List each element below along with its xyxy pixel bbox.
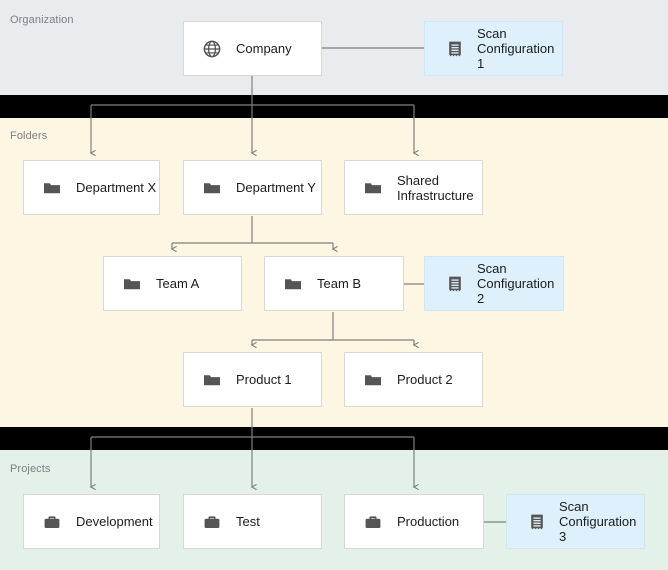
node-shared-infrastructure-label: Shared Infrastructure (397, 172, 474, 203)
node-product-2-label: Product 2 (397, 372, 453, 387)
node-department-x[interactable]: Department X (23, 160, 160, 215)
organization-band (0, 0, 668, 95)
node-shared-infrastructure[interactable]: Shared Infrastructure (344, 160, 483, 215)
folder-icon (202, 178, 222, 198)
node-team-a-label: Team A (156, 276, 200, 291)
node-development-label: Development (76, 514, 153, 529)
node-team-a[interactable]: Team A (103, 256, 242, 311)
node-department-x-label: Department X (76, 180, 157, 195)
globe-icon (202, 39, 222, 59)
folder-icon (363, 178, 383, 198)
node-product-2[interactable]: Product 2 (344, 352, 483, 407)
node-product-1-label: Product 1 (236, 372, 292, 387)
briefcase-icon (363, 512, 383, 532)
node-product-1[interactable]: Product 1 (183, 352, 322, 407)
scan-configuration-icon (445, 274, 465, 294)
projects-band-label: Projects (10, 463, 51, 475)
node-scan-configuration-2[interactable]: Scan Configuration 2 (424, 256, 564, 311)
folder-icon (202, 370, 222, 390)
node-production[interactable]: Production (344, 494, 484, 549)
node-company-label: Company (236, 41, 292, 56)
node-scan-configuration-3-label: Scan Configuration 3 (559, 499, 637, 544)
briefcase-icon (42, 512, 62, 532)
node-team-b-label: Team B (317, 276, 362, 291)
organization-band-label: Organization (10, 14, 74, 26)
folder-icon (122, 274, 142, 294)
folder-icon (363, 370, 383, 390)
node-test-label: Test (236, 514, 260, 529)
node-production-label: Production (397, 514, 460, 529)
node-scan-configuration-3[interactable]: Scan Configuration 3 (506, 494, 645, 549)
node-department-y-label: Department Y (236, 180, 316, 195)
node-scan-configuration-1[interactable]: Scan Configuration 1 (424, 21, 563, 76)
node-department-y[interactable]: Department Y (183, 160, 322, 215)
scan-configuration-icon (445, 39, 465, 59)
node-scan-configuration-1-label: Scan Configuration 1 (477, 26, 555, 71)
briefcase-icon (202, 512, 222, 532)
folder-icon (283, 274, 303, 294)
node-team-b[interactable]: Team B (264, 256, 404, 311)
node-development[interactable]: Development (23, 494, 160, 549)
folders-band-label: Folders (10, 130, 48, 142)
scan-configuration-icon (527, 512, 547, 532)
node-company[interactable]: Company (183, 21, 322, 76)
folder-icon (42, 178, 62, 198)
node-test[interactable]: Test (183, 494, 322, 549)
node-scan-configuration-2-label: Scan Configuration 2 (477, 261, 555, 306)
